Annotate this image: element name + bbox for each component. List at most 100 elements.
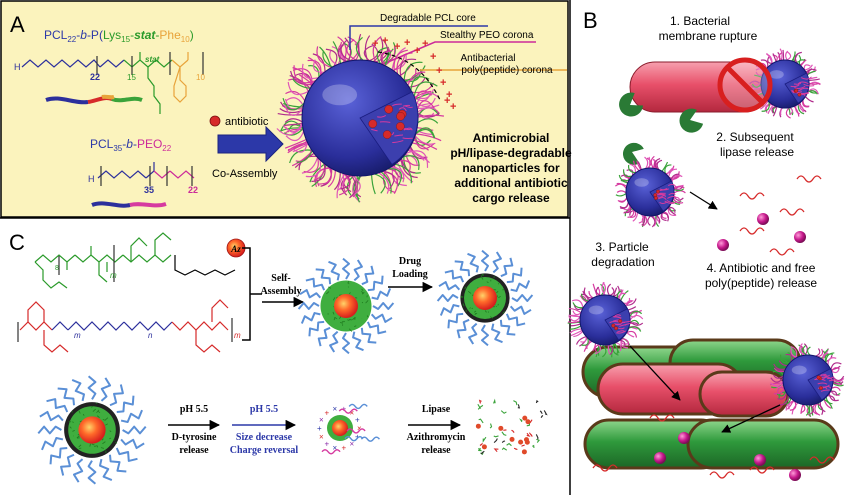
- polymer-1-ribbon-green: [111, 96, 143, 103]
- polymer-1-ribbon-blue: [45, 96, 89, 105]
- antibiotic-legend-dot: [209, 115, 221, 127]
- micelle-empty: [297, 257, 395, 355]
- svg-text:membrane rupture: membrane rupture: [659, 29, 758, 43]
- panel-b-np-top: [749, 48, 821, 119]
- svg-text:×: ×: [349, 440, 354, 449]
- svg-text:Charge reversal: Charge reversal: [230, 445, 299, 456]
- polymer-2-structure: [97, 162, 195, 186]
- svg-text:+: +: [317, 424, 322, 433]
- released-peptides-mid: [739, 175, 822, 256]
- lipase-pacman: [679, 108, 704, 133]
- lipase-pacman: [619, 92, 644, 117]
- polymer-2-name: PCL35-b-PEO22: [90, 137, 172, 153]
- antibiotic-ball: [717, 239, 729, 251]
- antibiotic-ball: [754, 454, 766, 466]
- antibiotic-ball: [678, 432, 690, 444]
- svg-text:nanoparticles for: nanoparticles for: [462, 161, 560, 175]
- panel-a-nanoparticle: [276, 33, 445, 203]
- polymer-1-struct-label: 22: [90, 72, 100, 82]
- svg-text:2. Subsequent: 2. Subsequent: [716, 130, 794, 144]
- svg-text:pH/lipase-degradable: pH/lipase-degradable: [450, 146, 572, 160]
- small-micelle: ×+×+×+×+×+×+×+: [317, 403, 380, 455]
- polymer-2-struct-label: 35: [144, 185, 154, 195]
- lipase-step: Lipase Azithromycin release: [407, 404, 466, 456]
- attack-arrow-left: [629, 345, 681, 401]
- self-assembly-bracket: [242, 247, 262, 341]
- polymer-2-ribbon-blue: [91, 201, 131, 208]
- step-4-text: 4. Antibiotic and free poly(peptide) rel…: [705, 261, 817, 290]
- lipase-pacman: [622, 142, 644, 165]
- micelle-loaded-start: [37, 375, 147, 485]
- drug-loading-label-2: Loading: [392, 269, 428, 280]
- no-symbol: [717, 57, 773, 113]
- svg-text:cargo release: cargo release: [472, 191, 550, 205]
- svg-text:+: +: [430, 51, 436, 63]
- svg-text:+: +: [440, 77, 446, 89]
- polymer-1-structure: [21, 52, 204, 114]
- callout-peptide-2: poly(peptide) corona: [461, 65, 553, 76]
- svg-text:+: +: [446, 89, 452, 101]
- step-2-text: 2. Subsequent lipase release: [716, 130, 794, 159]
- panel-b-label: B: [583, 8, 598, 33]
- svg-text:lipase release: lipase release: [720, 145, 794, 159]
- red-polymer-structure: [17, 299, 233, 353]
- svg-text:Size decrease: Size decrease: [236, 432, 293, 443]
- release-arrow: [689, 191, 718, 210]
- svg-text:+: +: [394, 41, 400, 53]
- svg-text:×: ×: [349, 408, 354, 417]
- panel-a-background: [0, 0, 569, 218]
- svg-text:4. Antibiotic and free: 4. Antibiotic and free: [707, 261, 816, 275]
- svg-text:pH 5.5: pH 5.5: [250, 404, 278, 415]
- svg-text:1. Bacterial: 1. Bacterial: [670, 14, 730, 28]
- panel-a-description: Antimicrobial pH/lipase-degradable nanop…: [450, 131, 572, 205]
- svg-text:×: ×: [333, 443, 338, 452]
- svg-text:+: +: [325, 408, 330, 417]
- antibiotic-ball: [757, 213, 769, 225]
- svg-text:release: release: [421, 445, 451, 456]
- svg-text:×: ×: [333, 405, 338, 414]
- svg-text:degradation: degradation: [591, 255, 654, 269]
- degraded-fragments: [475, 398, 548, 456]
- polymer-1-ribbon-orange: [101, 94, 115, 100]
- green-struct-label: 8: [55, 265, 59, 272]
- svg-text:+: +: [382, 35, 388, 47]
- svg-text:+: +: [372, 38, 378, 50]
- panel-b-np-middle: [615, 155, 686, 228]
- released-peptides-bottom: [592, 414, 835, 479]
- svg-text:+: +: [422, 38, 428, 50]
- svg-text:D-tyrosine: D-tyrosine: [172, 432, 217, 443]
- svg-text:poly(peptide) release: poly(peptide) release: [705, 276, 817, 290]
- step-3-text: 3. Particle degradation: [591, 240, 654, 269]
- ph-step-1: pH 5.5 D-tyrosine release: [172, 404, 217, 456]
- panel-a-callouts: [349, 25, 567, 101]
- polymer-2-struct-label: 22: [188, 185, 198, 195]
- self-assembly-label-1: Self-: [271, 273, 290, 284]
- antibiotic-ball: [794, 231, 806, 243]
- callout-peptide-1: Antibacterial: [460, 53, 515, 64]
- svg-text:3. Particle: 3. Particle: [595, 240, 649, 254]
- ph-step-2: pH 5.5 Size decrease Charge reversal: [230, 404, 299, 456]
- svg-text:Lipase: Lipase: [422, 404, 451, 415]
- antibiotic-ball: [789, 469, 801, 481]
- svg-text:+: +: [355, 415, 360, 424]
- attack-arrow-right: [721, 404, 781, 433]
- step-1-text: 1. Bacterial membrane rupture: [659, 14, 758, 43]
- svg-text:Antimicrobial: Antimicrobial: [473, 131, 550, 145]
- green-struct-label: m: [110, 271, 117, 280]
- polymer-1-name: PCL22-b-P(Lys15-stat-Phe10): [44, 28, 194, 44]
- panel-b-np-bottom-left: [567, 281, 644, 358]
- red-struct-label: m: [74, 331, 81, 340]
- svg-text:Azithromycin: Azithromycin: [407, 432, 466, 443]
- co-assembly-arrow: [217, 125, 284, 163]
- red-struct-label: n: [148, 331, 153, 340]
- svg-text:pH 5.5: pH 5.5: [180, 404, 208, 415]
- svg-text:+: +: [450, 101, 456, 113]
- polymer-1-struct-label: 15: [127, 73, 136, 82]
- svg-text:Az: Az: [230, 244, 241, 254]
- micelle-loaded: [436, 249, 534, 347]
- svg-text:×: ×: [319, 415, 324, 424]
- panel-b-np-bottom-right: [769, 343, 845, 418]
- svg-text:+: +: [325, 440, 330, 449]
- positive-charge-signs: ++++ ++++ ++++: [372, 35, 456, 113]
